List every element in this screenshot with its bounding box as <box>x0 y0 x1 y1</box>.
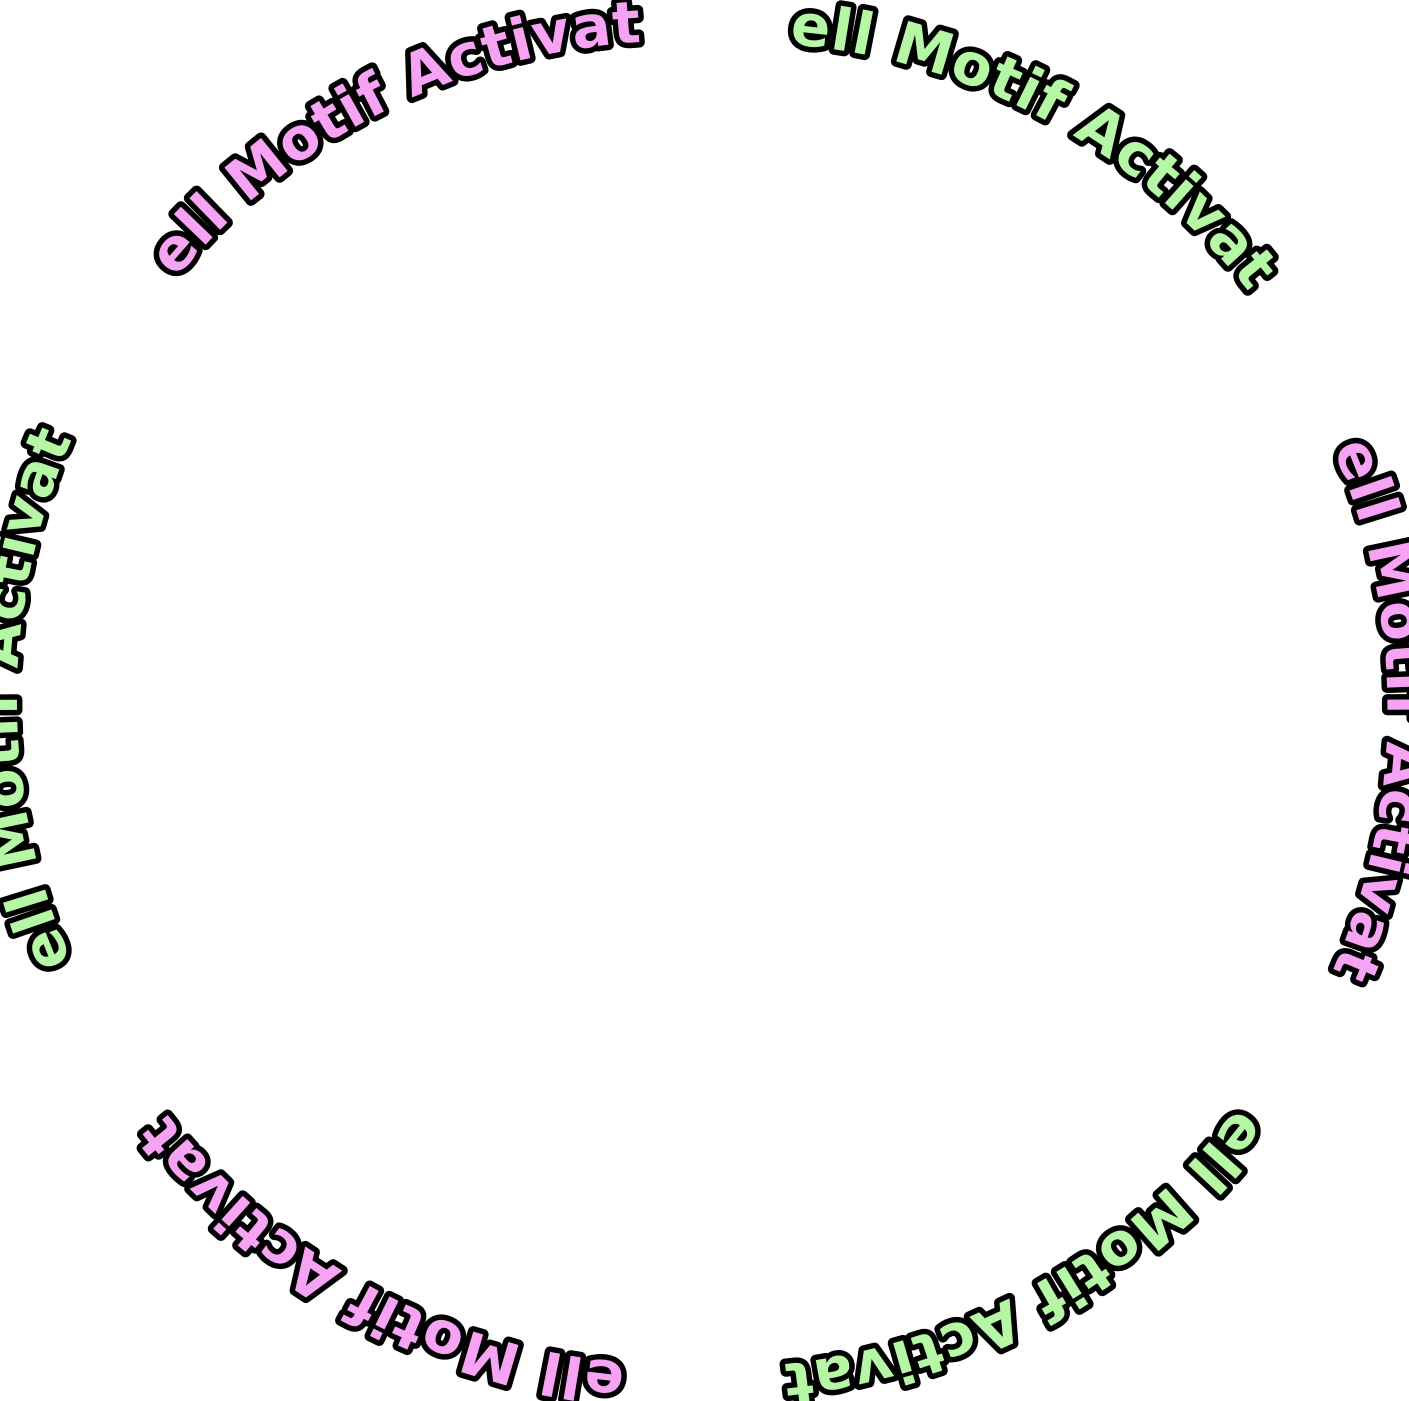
arc-text-top-left: Spell Motif Activated <box>0 0 644 288</box>
arc-text-right: Spell Motif Activated <box>0 0 1409 998</box>
arc-label-bottom-left: Spell Motif Activated <box>0 0 632 1401</box>
arc-label-right: Spell Motif Activated <box>0 0 1409 998</box>
arc-text-bottom-left: Spell Motif Activated <box>0 0 627 1401</box>
arc-label-top-left: Spell Motif Activated <box>0 0 648 293</box>
arc-label-left: Spell Motif Activated <box>0 0 90 987</box>
arc-text-left: Spell Motif Activated <box>0 0 85 981</box>
